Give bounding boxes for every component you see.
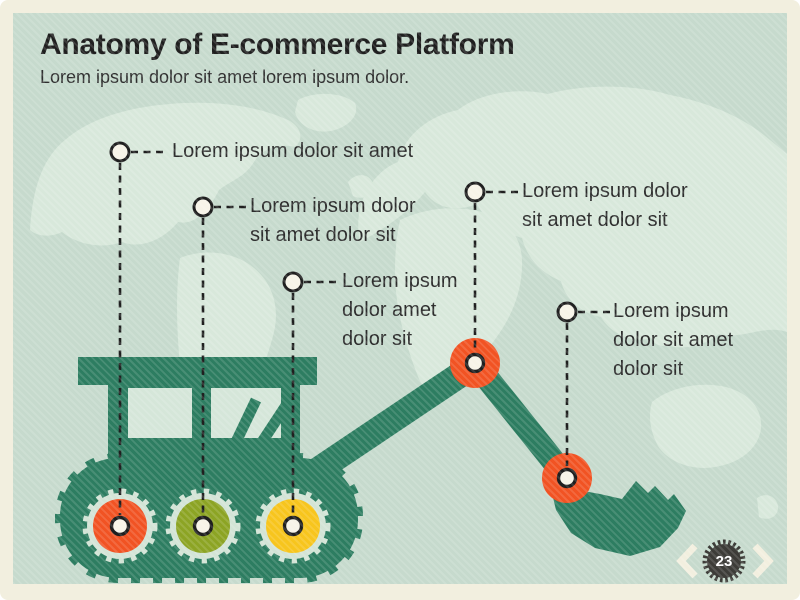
map-island (690, 319, 710, 333)
callout-label-1: Lorem ipsum dolor sit amet (172, 137, 413, 166)
callout-label-4: Lorem ipsum dolor sit amet dolor sit (522, 177, 688, 235)
callout-label-3: Lorem ipsum dolor amet dolor sit (342, 267, 458, 354)
callout-line: dolor amet (342, 299, 437, 321)
page-number: 23 (715, 552, 733, 570)
anchor-hubs (109, 352, 578, 537)
callout-line: sit amet dolor sit (250, 224, 396, 246)
cab-roof (78, 357, 317, 385)
callout-markers (109, 141, 578, 323)
map-africa (395, 208, 523, 395)
next-slide-button[interactable] (750, 543, 774, 579)
map-island (614, 313, 642, 331)
callout-marker (192, 196, 214, 218)
callout-line: sit amet dolor sit (522, 209, 668, 231)
leader-lines (118, 150, 612, 515)
chevron-right-icon (750, 543, 774, 582)
slide-canvas: Anatomy of E-commerce Platform Lorem ips… (13, 13, 787, 584)
excavator-illustration (30, 86, 787, 583)
map-australia (650, 384, 762, 468)
bucket (550, 481, 686, 556)
slide-header: Anatomy of E-commerce Platform Lorem ips… (40, 27, 515, 88)
callout-line: dolor sit amet (613, 329, 734, 351)
callout-line: Lorem ipsum dolor (522, 180, 688, 202)
anchor-hub (282, 515, 304, 537)
map-greenland (295, 93, 357, 132)
map-new-zealand (757, 495, 779, 519)
callout-label-2: Lorem ipsum dolor sit amet dolor sit (250, 192, 416, 250)
page-number-badge: 23 (701, 538, 747, 584)
chevron-left-icon (676, 543, 700, 582)
map-british-isles (348, 175, 374, 198)
callout-line: Lorem ipsum (613, 300, 729, 322)
callout-line: Lorem ipsum dolor (250, 195, 416, 217)
cab-window-left (128, 388, 192, 438)
map-eurasia (358, 86, 787, 348)
page-title: Anatomy of E-commerce Platform (40, 28, 515, 61)
map-north-america (30, 102, 301, 246)
anchor-hub (464, 352, 486, 374)
world-map-background (30, 86, 787, 519)
callout-marker (556, 301, 578, 323)
control-lever (231, 397, 261, 445)
prev-slide-button[interactable] (676, 543, 700, 579)
callout-marker (464, 181, 486, 203)
excavator-machine (55, 338, 686, 583)
callout-line: dolor sit (613, 358, 684, 380)
callout-line: Lorem ipsum (342, 270, 458, 292)
callout-line: dolor sit (342, 328, 413, 350)
map-island (652, 330, 676, 346)
page-subtitle: Lorem ipsum dolor sit amet lorem ipsum d… (40, 67, 410, 87)
callout-marker (282, 271, 304, 293)
anchor-hub (556, 467, 578, 489)
anchor-hub (109, 515, 131, 537)
anchor-hub (192, 515, 214, 537)
control-lever (257, 400, 292, 446)
callout-label-5: Lorem ipsum dolor sit amet dolor sit (613, 297, 733, 384)
boom-arm (310, 357, 478, 481)
callout-marker (109, 141, 131, 163)
callout-line: Lorem ipsum dolor sit amet (172, 140, 414, 162)
